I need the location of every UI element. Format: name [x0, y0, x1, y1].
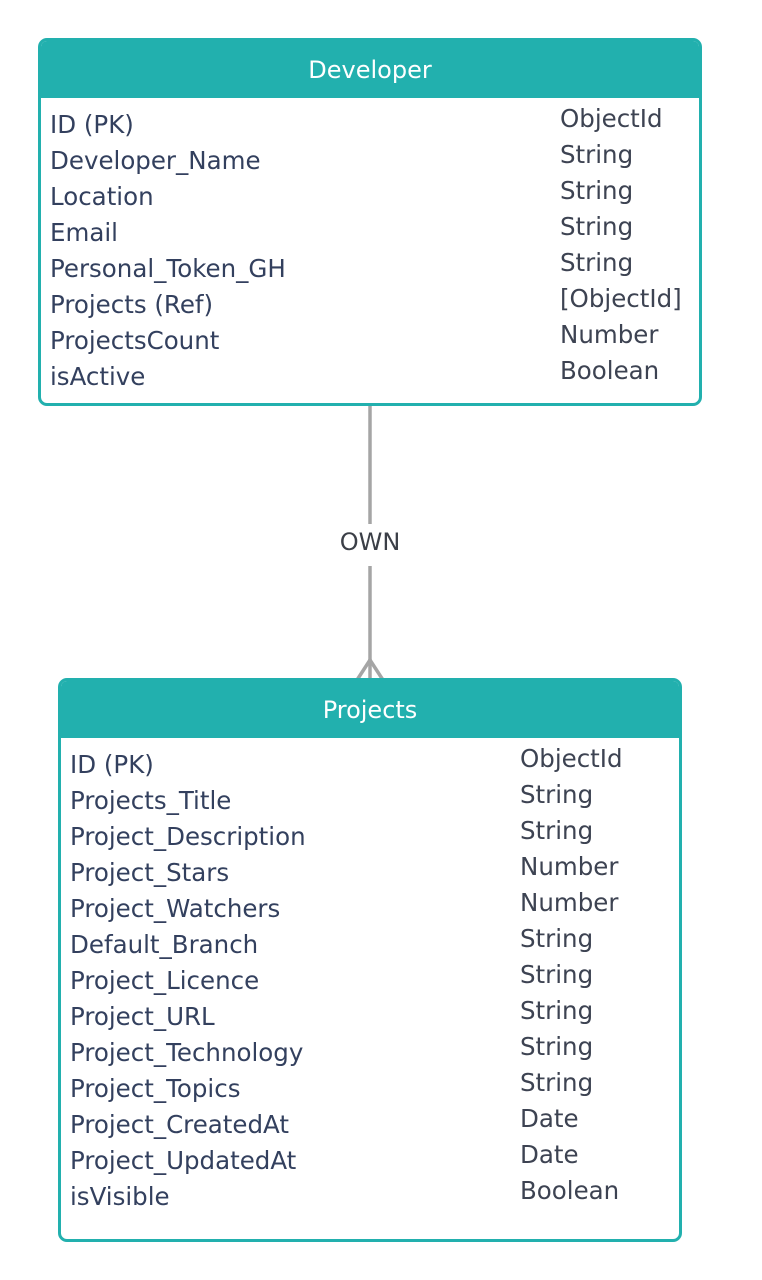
field-row: Project_Topics String	[61, 1065, 679, 1103]
field-row: Project_Technology String	[61, 1029, 679, 1067]
field-type: Number	[520, 852, 619, 881]
field-type: String	[520, 1068, 594, 1097]
field-name: isActive	[50, 362, 146, 391]
field-type: ObjectId	[520, 744, 623, 773]
field-row: Default_Branch String	[61, 921, 679, 959]
field-name: Email	[50, 218, 118, 247]
entity-title: Projects	[61, 681, 679, 738]
field-row: Project_CreatedAt Date	[61, 1101, 679, 1139]
field-row: Project_URL String	[61, 993, 679, 1031]
field-type: String	[520, 924, 594, 953]
field-type: Number	[560, 320, 659, 349]
field-row: Projects_Title String	[61, 777, 679, 815]
field-name: Project_Stars	[70, 858, 230, 887]
field-row: Personal_Token_GH String	[41, 245, 699, 283]
field-name: ID (PK)	[70, 750, 154, 779]
field-type: String	[520, 816, 594, 845]
field-name: Project_Description	[70, 822, 306, 851]
field-type: Date	[520, 1104, 579, 1133]
field-row: Project_UpdatedAt Date	[61, 1137, 679, 1175]
field-name: Personal_Token_GH	[50, 254, 286, 283]
field-name: isVisible	[70, 1182, 170, 1211]
field-type: [ObjectId]	[560, 284, 682, 313]
field-type: String	[560, 140, 634, 169]
field-row: Projects (Ref) [ObjectId]	[41, 281, 699, 319]
crows-foot-icon	[355, 658, 385, 682]
relationship-label: OWN	[320, 524, 420, 560]
field-row: isActive Boolean	[41, 353, 699, 391]
field-name: Projects_Title	[70, 786, 232, 815]
field-name: Project_CreatedAt	[70, 1110, 289, 1139]
field-row: ID (PK) ObjectId	[41, 101, 699, 139]
field-name: Project_Licence	[70, 966, 260, 995]
field-name: Project_Watchers	[70, 894, 281, 923]
field-type: String	[560, 212, 634, 241]
field-row: ID (PK) ObjectId	[61, 741, 679, 779]
field-name: Developer_Name	[50, 146, 261, 175]
field-name: ID (PK)	[50, 110, 134, 139]
field-row: Developer_Name String	[41, 137, 699, 175]
field-name: Project_Technology	[70, 1038, 304, 1067]
field-type: Boolean	[520, 1176, 620, 1205]
field-name: Project_URL	[70, 1002, 215, 1031]
field-row: Email String	[41, 209, 699, 247]
field-name: Project_Topics	[70, 1074, 241, 1103]
field-type: String	[520, 960, 594, 989]
field-type: String	[520, 1032, 594, 1061]
field-type: String	[520, 996, 594, 1025]
field-name: Projects (Ref)	[50, 290, 214, 319]
developer-entity[interactable]: Developer ID (PK) ObjectId Developer_Nam…	[38, 38, 702, 406]
field-type: Boolean	[560, 356, 660, 385]
field-row: Location String	[41, 173, 699, 211]
field-name: Default_Branch	[70, 930, 259, 959]
field-type: ObjectId	[560, 104, 663, 133]
field-name: Location	[50, 182, 154, 211]
field-row: ProjectsCount Number	[41, 317, 699, 355]
field-row: Project_Stars Number	[61, 849, 679, 887]
field-type: String	[520, 780, 594, 809]
entity-title: Developer	[41, 41, 699, 98]
field-type: Date	[520, 1140, 579, 1169]
field-row: Project_Licence String	[61, 957, 679, 995]
field-type: Number	[520, 888, 619, 917]
field-row: Project_Description String	[61, 813, 679, 851]
field-type: String	[560, 248, 634, 277]
field-row: Project_Watchers Number	[61, 885, 679, 923]
field-type: String	[560, 176, 634, 205]
field-row: isVisible Boolean	[61, 1173, 679, 1211]
field-name: Project_UpdatedAt	[70, 1146, 297, 1175]
field-name: ProjectsCount	[50, 326, 220, 355]
projects-entity[interactable]: Projects ID (PK) ObjectId Projects_Title…	[58, 678, 682, 1242]
